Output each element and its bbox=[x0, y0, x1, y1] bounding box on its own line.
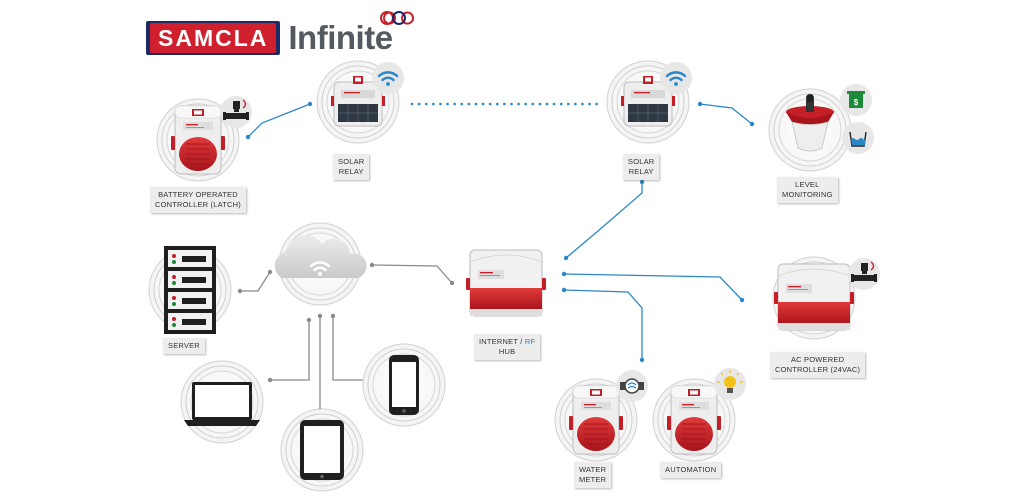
brand-logo-box: SAMCLA bbox=[146, 21, 281, 55]
cloud-node bbox=[274, 222, 367, 306]
wifi-icon bbox=[372, 62, 404, 94]
label-server: SERVER bbox=[163, 338, 205, 354]
ac-controller-node bbox=[772, 256, 856, 340]
label-line: SERVER bbox=[168, 341, 200, 350]
hub-node bbox=[465, 249, 547, 317]
label-line: RELAY bbox=[628, 167, 654, 176]
link-cloud-hub bbox=[371, 264, 453, 284]
label-line: LEVEL bbox=[795, 180, 820, 189]
label-hub: INTERNET / RF HUB bbox=[474, 334, 541, 360]
link-hub-ac bbox=[563, 273, 743, 301]
label-automation: AUTOMATION bbox=[660, 462, 722, 478]
label-solar-relay-1: SOLAR RELAY bbox=[333, 154, 370, 180]
brand-logo: SAMCLA Infinite bbox=[146, 18, 393, 58]
label-ac-controller: AC POWERED CONTROLLER (24Vac) bbox=[770, 352, 866, 378]
valve-icon bbox=[220, 96, 252, 128]
link-cloud-phone bbox=[332, 316, 368, 381]
bulb-icon bbox=[714, 368, 746, 400]
label-line: AUTOMATION bbox=[665, 465, 717, 474]
label-line: WATER bbox=[579, 465, 607, 474]
meter-icon bbox=[616, 370, 648, 402]
valve-icon bbox=[848, 258, 880, 290]
label-battery-controller: BATTERY OPERATED CONTROLLER (LATCH) bbox=[150, 187, 246, 213]
link-cloud-laptop bbox=[270, 320, 310, 381]
label-line: CONTROLLER (LATCH) bbox=[155, 200, 241, 209]
link-battery-solar bbox=[247, 103, 311, 138]
label-line: SOLAR bbox=[628, 157, 655, 166]
brand-name: SAMCLA bbox=[150, 23, 277, 53]
label-line: AC POWERED bbox=[790, 355, 845, 364]
svg-text:$: $ bbox=[854, 98, 859, 107]
link-hub-solar bbox=[565, 182, 643, 259]
label-line: SOLAR bbox=[338, 157, 365, 166]
label-line: MONITORING bbox=[782, 190, 833, 199]
water-icon bbox=[842, 122, 874, 154]
wifi-icon bbox=[660, 62, 692, 94]
link-hub-water bbox=[563, 289, 643, 360]
infinity-logo-mark bbox=[380, 11, 414, 25]
label-solar-relay-2: SOLAR RELAY bbox=[623, 154, 660, 180]
label-line: HUB bbox=[498, 347, 516, 356]
level-monitoring-node bbox=[768, 88, 852, 172]
connectors bbox=[240, 102, 753, 410]
label-level-monitoring: LEVEL MONITORING bbox=[777, 177, 838, 203]
label-line: CONTROLLER (24Vac) bbox=[775, 365, 861, 374]
tablet-node bbox=[280, 408, 364, 492]
label-hub-rf: RF bbox=[524, 337, 536, 346]
label-line: METER bbox=[579, 475, 607, 484]
label-water-meter: WATER METER bbox=[574, 462, 612, 488]
connector-dots-blue bbox=[245, 101, 755, 363]
link-solar-level bbox=[699, 103, 753, 125]
label-hub-prefix: INTERNET / bbox=[479, 337, 525, 346]
phone-node bbox=[362, 343, 446, 427]
label-line: INTERNET / RF bbox=[479, 337, 535, 347]
laptop-node bbox=[180, 360, 264, 444]
label-line: BATTERY OPERATED bbox=[158, 190, 238, 199]
product-name: Infinite bbox=[288, 19, 393, 56]
label-line: RELAY bbox=[338, 167, 364, 176]
server-node bbox=[148, 246, 232, 334]
bin-icon: $ bbox=[840, 84, 872, 116]
link-server-cloud bbox=[240, 271, 271, 292]
